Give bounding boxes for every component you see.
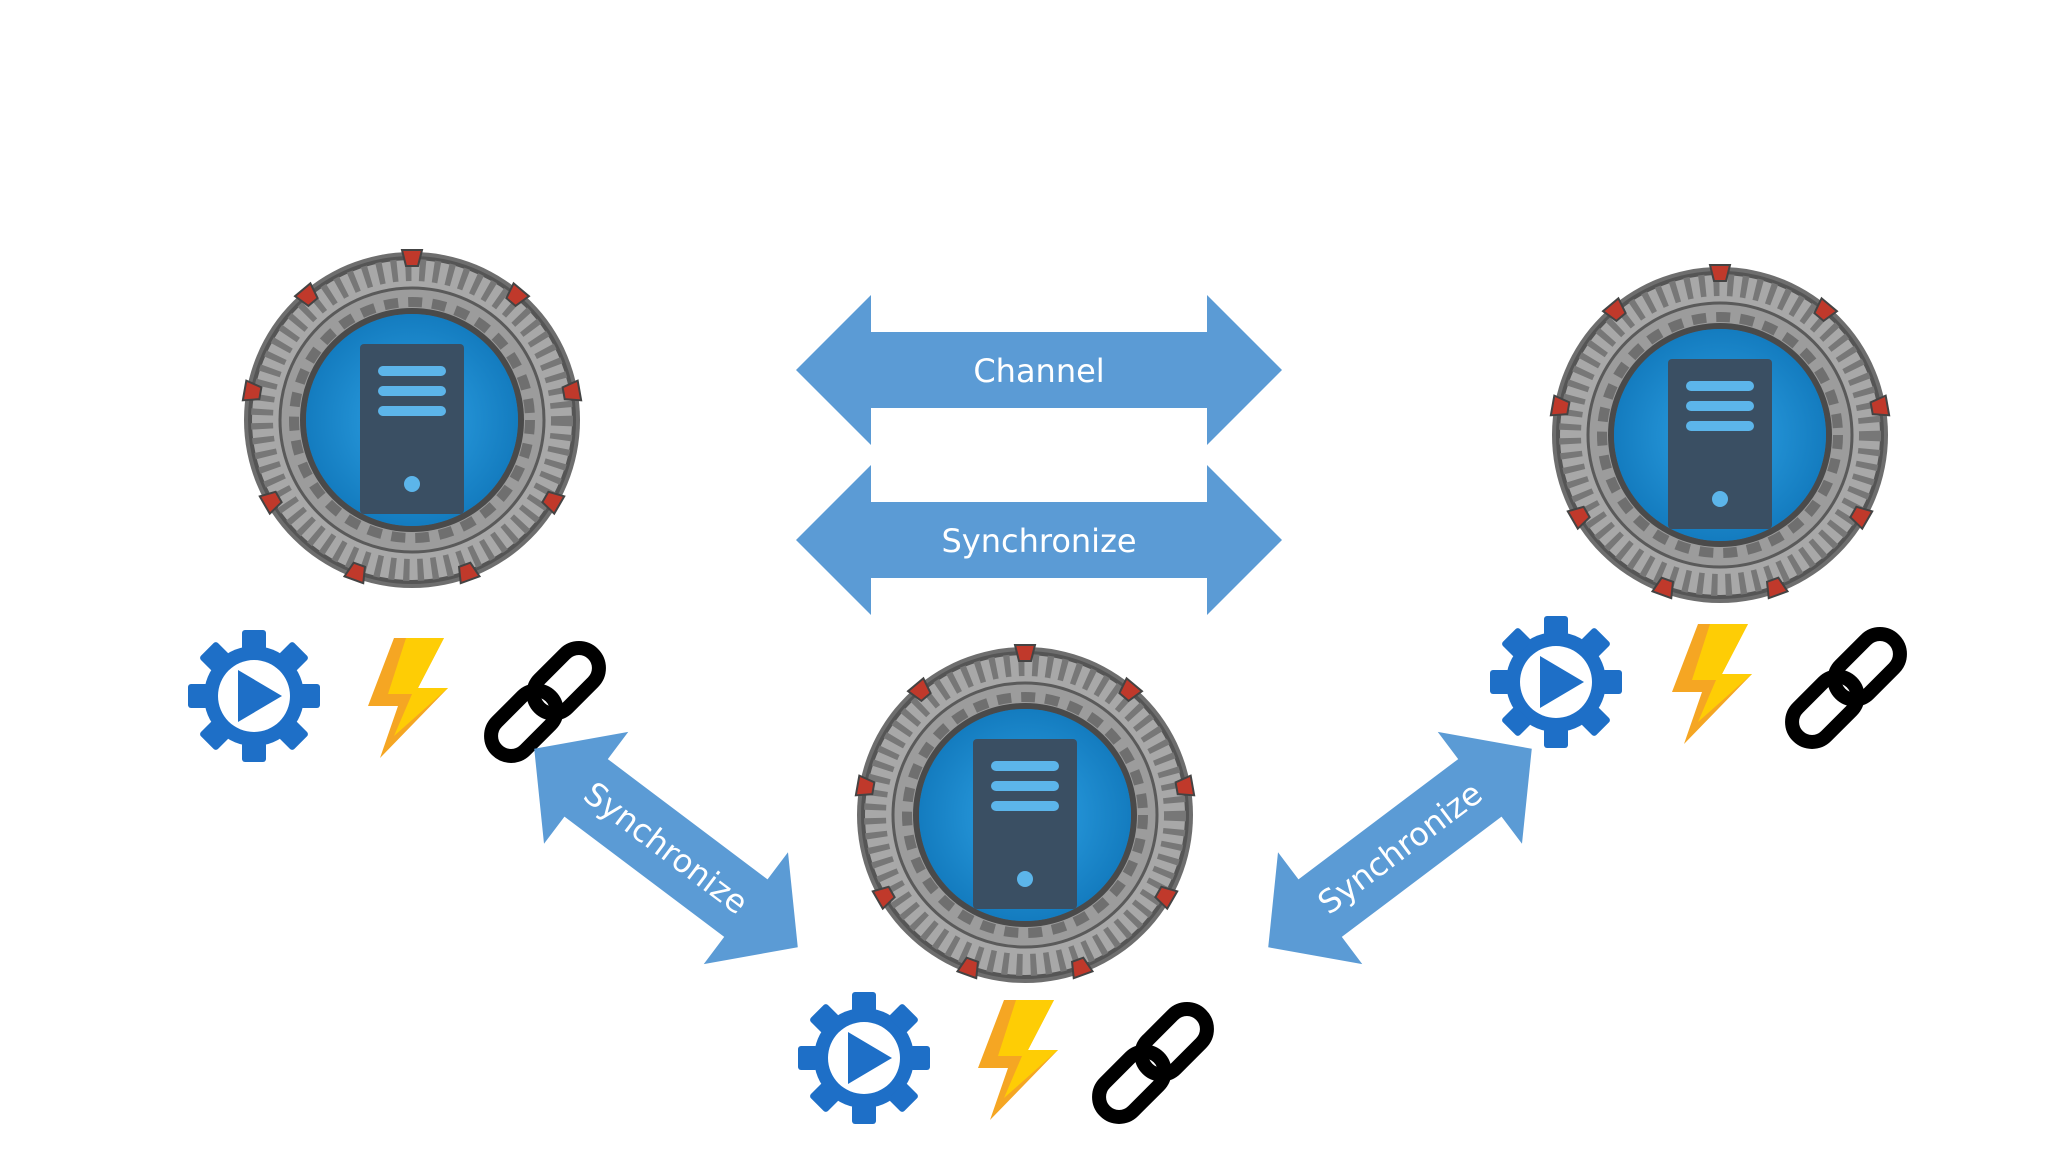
channel-arrow: Channel [796,295,1282,445]
gear-play-icon [798,992,930,1124]
synchronize-arrow-top: Synchronize [796,465,1282,615]
synchronize-arrow-right: Synchronize [1268,731,1532,965]
channel-label: Channel [973,352,1104,390]
chain-link-icon [1784,626,1908,750]
lightning-bolt-icon [978,1000,1058,1120]
gate-center [856,645,1194,983]
gear-play-icon [188,630,320,762]
gate-left [243,250,581,588]
gate-right [1551,265,1889,603]
chain-link-icon [1091,1001,1215,1125]
synchronize-top-label: Synchronize [941,522,1136,560]
gear-play-icon [1490,616,1622,748]
synchronize-left-label: Synchronize [577,774,756,922]
synchronize-right-label: Synchronize [1311,774,1490,922]
lightning-bolt-icon [1672,624,1752,744]
lightning-bolt-icon [368,638,448,758]
